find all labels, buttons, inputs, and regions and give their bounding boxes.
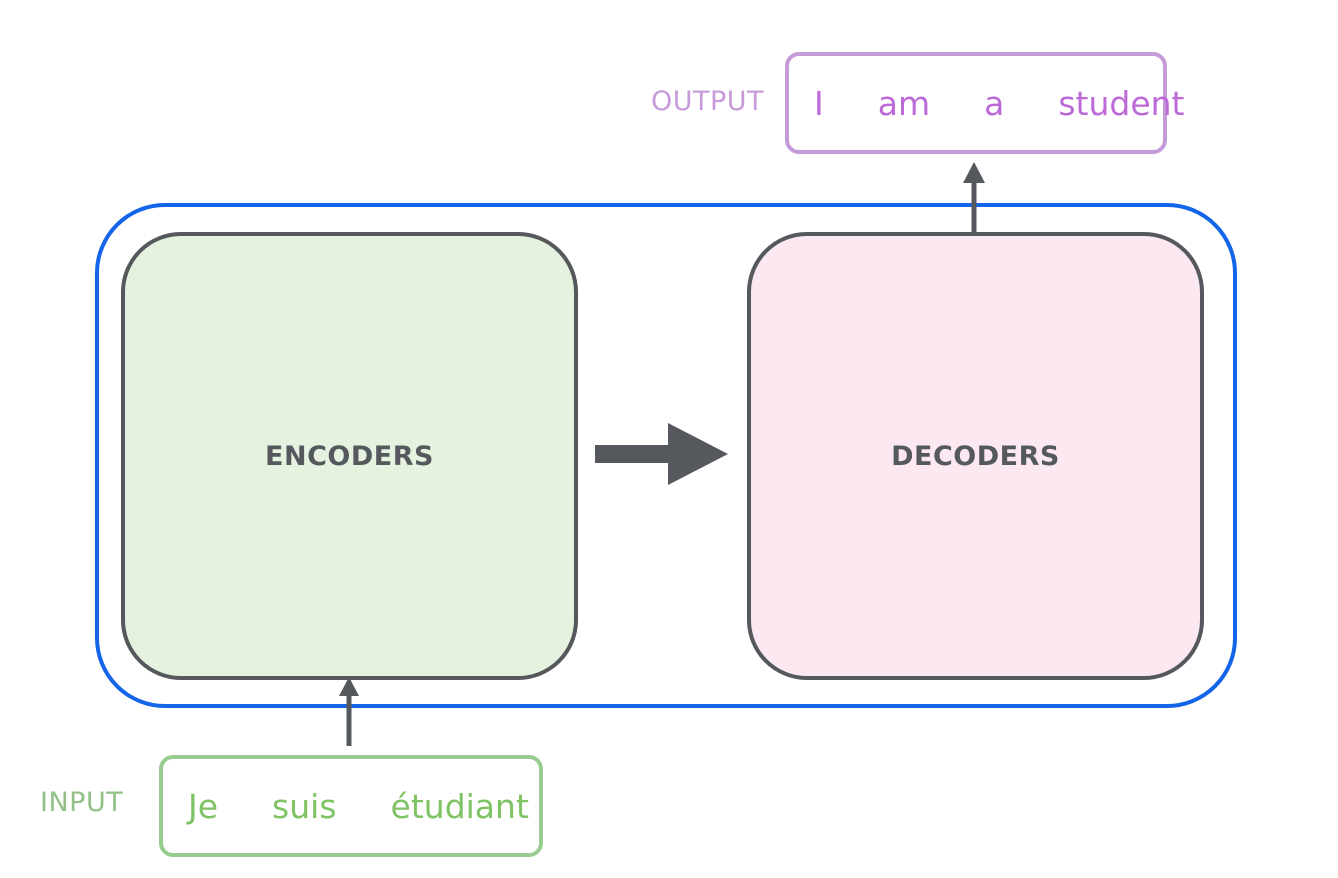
input-token: suis	[272, 786, 337, 826]
input-to-encoder-arrow	[339, 677, 359, 746]
output-token: student	[1058, 83, 1185, 123]
decoders-label: DECODERS	[891, 440, 1060, 472]
output-token-box: I am a student	[785, 52, 1185, 154]
input-token: Je	[188, 786, 219, 826]
transformer-container	[95, 203, 1237, 708]
output-token: am	[877, 83, 931, 123]
decoder-to-output-arrow	[963, 162, 985, 232]
decoders-block: DECODERS	[747, 232, 1204, 680]
input-token-box: Je suis étudiant	[159, 755, 543, 857]
output-label: OUTPUT	[651, 86, 765, 117]
input-label: INPUT	[40, 787, 124, 818]
input-token: étudiant	[390, 786, 529, 826]
encoder-to-decoder-arrow	[595, 423, 728, 485]
output-token: a	[984, 83, 1005, 123]
encoders-label: ENCODERS	[265, 440, 434, 472]
output-token: I	[814, 83, 824, 123]
